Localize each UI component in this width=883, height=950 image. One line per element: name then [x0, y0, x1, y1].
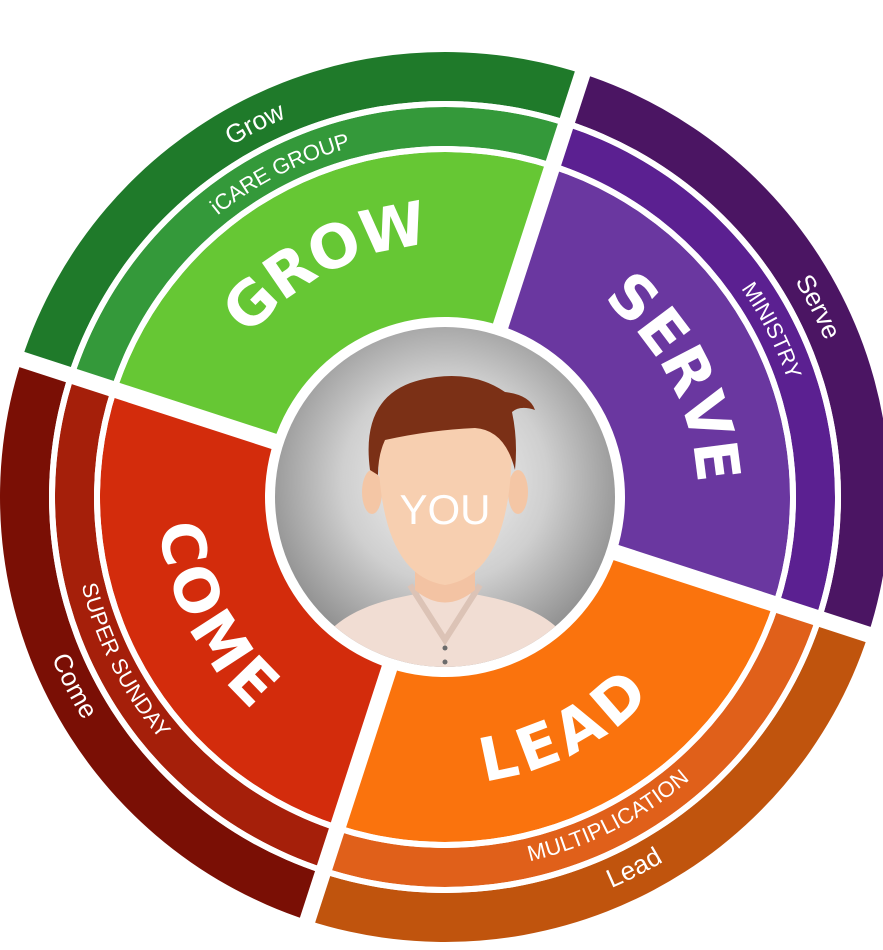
segment-divider: [296, 660, 399, 933]
person-avatar-icon: [300, 376, 590, 667]
center-you-label: YOU: [399, 486, 490, 533]
inner-ring-come: [99, 390, 390, 826]
hair-shape: [368, 376, 535, 475]
segment-come: [0, 359, 390, 921]
inner-ring-serve: [500, 168, 790, 604]
segment-dividers: [9, 61, 881, 933]
outer-ring-come: [0, 359, 323, 921]
middle-ring-grow: [74, 107, 566, 389]
middle-ring-serve: [553, 126, 835, 618]
shirt-button: [442, 645, 448, 651]
segment-grow: [21, 51, 583, 442]
outer-ring-lead: [307, 619, 869, 942]
right-ear: [508, 470, 528, 514]
shirt-collar: [407, 583, 483, 646]
center-avatar: YOU: [267, 319, 623, 675]
face-shape: [378, 405, 512, 585]
segment-divider: [9, 348, 282, 451]
left-ear: [362, 470, 382, 514]
shirt-button: [442, 659, 448, 665]
outer-ring-serve: [567, 73, 883, 635]
inner-ring-grow: [116, 151, 552, 442]
middle-ring-come: [55, 376, 337, 868]
segment-lead: [307, 552, 869, 942]
middle-ring-lead: [324, 605, 816, 888]
inner-ring-lead: [338, 552, 774, 842]
segment-serve: [500, 73, 883, 635]
segment-divider: [491, 61, 594, 334]
outer-ring-grow: [21, 51, 583, 375]
segment-divider: [608, 543, 881, 646]
